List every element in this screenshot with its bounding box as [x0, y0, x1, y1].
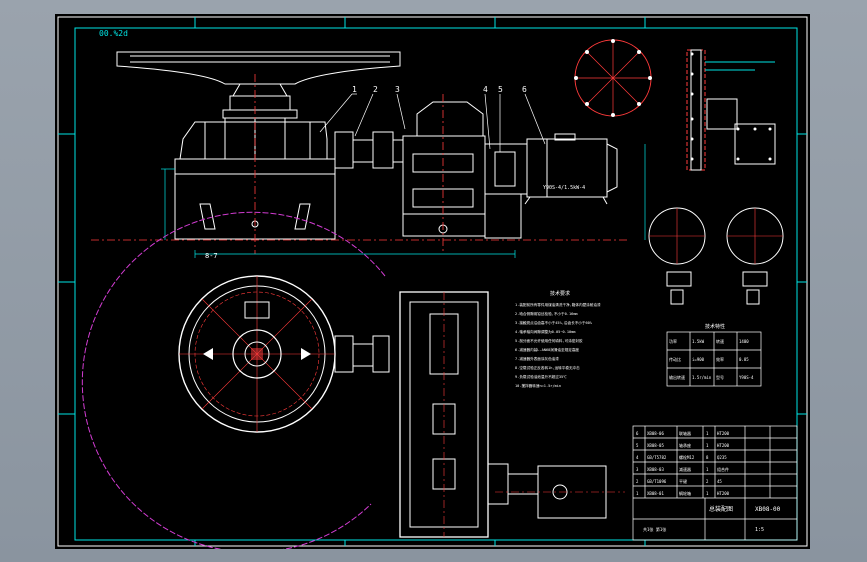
- bom-cell: HT200: [717, 443, 730, 448]
- cad-drawing: 00.%2d: [57, 16, 808, 549]
- title-drawing-name: 总装配图: [709, 505, 733, 513]
- section-label: 8-7: [205, 252, 218, 260]
- shaft-detail: [686, 49, 776, 171]
- bom-cell: 4: [636, 455, 639, 460]
- bom-cell: XB08-01: [647, 491, 664, 496]
- bom-cell: 螺栓M12: [679, 454, 695, 460]
- tech-req-line: 9.负载试验油池温升不超过35℃: [515, 374, 567, 379]
- spec-cell: 型号: [716, 374, 724, 380]
- front-dimensions: [161, 144, 646, 258]
- tech-requirements: 1.装配前所有零件用煤油清洗干净,箱体内壁涂耐油漆 2.啮合侧隙用铅丝检验,不小…: [515, 302, 601, 388]
- bom-cell: 5: [636, 443, 639, 448]
- spec-cell: 输出转速: [669, 374, 685, 380]
- bom-cell: 减速器: [679, 466, 691, 472]
- bolt-circle-detail: [574, 39, 652, 117]
- bom-cell: 1: [706, 431, 709, 436]
- bom-cell: 1: [636, 491, 639, 496]
- bom-cell: 平键: [679, 478, 687, 484]
- spec-cell: 功率: [669, 338, 677, 344]
- leader-lines: [319, 93, 546, 152]
- spec-cell: 传动比: [669, 356, 681, 362]
- balloon-5: 5: [498, 85, 503, 94]
- inner-frame: [74, 27, 798, 541]
- bom-cell: 6: [636, 431, 639, 436]
- tech-req-line: 4.轴承轴向间隙调整为0.05~0.10mm: [515, 329, 575, 334]
- title-drawing-no: XB08-00: [755, 506, 781, 513]
- section-circles: [648, 207, 784, 305]
- drawing-sheet: 00.%2d: [55, 14, 810, 549]
- bom-cell: 2: [636, 479, 639, 484]
- bom-cell: 轴承座: [679, 442, 691, 448]
- spec-cell: 转速: [716, 338, 724, 344]
- front-centerlines: [91, 74, 630, 254]
- spec-table: [666, 331, 762, 387]
- tech-req-line: 7.减速器外表面涂灰色油漆: [515, 356, 559, 361]
- spec-cell: 1400: [739, 339, 749, 344]
- tech-req-line: 6.减速器内装L-AN68润滑油至规定高度: [515, 347, 579, 352]
- bom-cell: 3: [636, 467, 639, 472]
- bom-cell: 8: [706, 455, 709, 460]
- bom-cells: 6 XB08-06 联轴器 1 HT200 5 XB08-05 轴承座 1 HT…: [636, 430, 730, 496]
- bom-cell: 联轴器: [679, 430, 691, 436]
- balloon-4: 4: [483, 85, 488, 94]
- bom-table: [632, 425, 798, 541]
- title-footer: 共1张 第1张: [643, 526, 666, 532]
- tech-req-line: 5.剖分面不允许使用任何填料,可涂密封胶: [515, 338, 583, 343]
- motor-label: Y90S-4/1.5kW-4: [543, 185, 585, 191]
- bom-cell: 1: [706, 467, 709, 472]
- bom-cell: 2: [706, 479, 709, 484]
- spec-cell: 效率: [716, 356, 724, 362]
- tech-req-line: 3.接触斑点沿齿高不小于45%,沿齿长不小于60%: [515, 320, 593, 325]
- balloon-2: 2: [373, 85, 378, 94]
- spec-table-cells: 功率 1.5kW 转速 1400 传动比 i=900 效率 0.85 输出转速 …: [669, 338, 754, 380]
- tech-req-line: 10.搅拌器转速n=1.5r/min: [515, 383, 561, 388]
- spec-cell: i=900: [692, 357, 705, 362]
- bom-cell: HT200: [717, 431, 730, 436]
- bom-cell: GB/T1096: [647, 479, 667, 484]
- bom-cell: 蜗轮箱: [679, 490, 691, 496]
- tech-req-line: 8.空载试验正反各转1h,运转平稳无冲击: [515, 365, 580, 370]
- tech-req-line: 1.装配前所有零件用煤油清洗干净,箱体内壁涂耐油漆: [515, 302, 601, 307]
- spec-cell: Y90S-4: [739, 375, 754, 380]
- tech-req-line: 2.啮合侧隙用铅丝检验,不小于0.16mm: [515, 311, 578, 316]
- front-view: [116, 51, 618, 240]
- zone-marks: [58, 17, 807, 546]
- notes-heading: 技术要求: [550, 290, 570, 297]
- balloon-3: 3: [395, 85, 400, 94]
- bom-cell: XB08-03: [647, 467, 664, 472]
- spec-table-title: 技术特性: [705, 323, 725, 330]
- bom-cell: HT200: [717, 491, 730, 496]
- balloon-1: 1: [352, 85, 357, 94]
- bom-cell: Q235: [717, 455, 727, 460]
- spec-cell: 1.5r/min: [692, 375, 712, 380]
- bom-cell: 1: [706, 491, 709, 496]
- bom-cell: XB08-06: [647, 431, 664, 436]
- corner-label: 00.%2d: [99, 29, 128, 38]
- top-view: [81, 211, 625, 549]
- title-scale: 1:5: [755, 527, 764, 533]
- balloon-6: 6: [522, 85, 527, 94]
- bom-cell: GB/T5782: [647, 455, 667, 460]
- spec-cell: 1.5kW: [692, 339, 705, 344]
- bom-cell: 组合件: [717, 466, 729, 472]
- spec-cell: 0.85: [739, 357, 749, 362]
- bom-cell: 45: [717, 479, 722, 484]
- bom-cell: XB08-05: [647, 443, 664, 448]
- bom-cell: 1: [706, 443, 709, 448]
